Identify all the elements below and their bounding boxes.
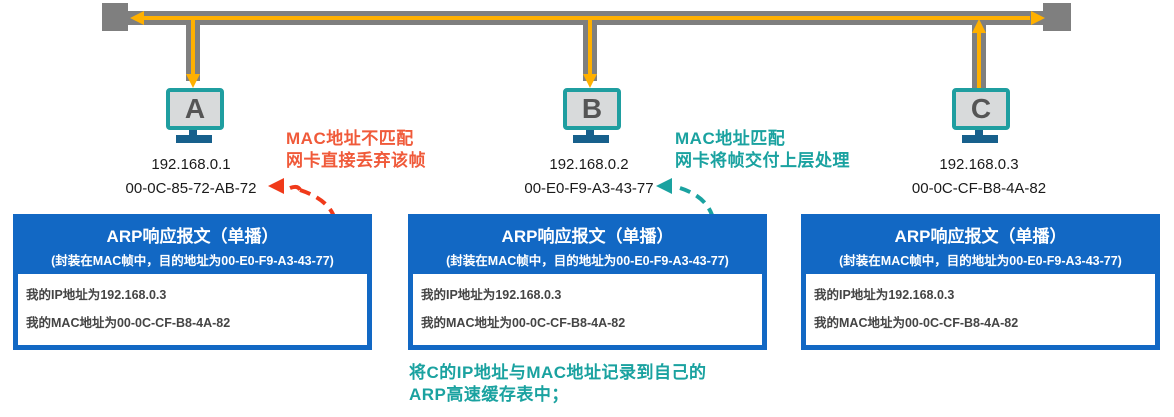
cache-note: 将C的IP地址与MAC地址记录到自己的 ARP高速缓存表中； — [409, 362, 707, 406]
host-c-mac: 00-0C-CF-B8-4A-82 — [911, 180, 1047, 197]
arrow-up-icon — [972, 19, 986, 33]
host-letter: C — [970, 93, 992, 124]
packet-mac-line: 我的MAC地址为00-0C-CF-B8-4A-82 — [421, 316, 626, 330]
monitor-base — [573, 135, 609, 143]
packet-title: ARP响应报文（单播） — [106, 227, 279, 246]
host-a-ip: 192.168.0.1 — [151, 156, 231, 173]
packet-ip-line: 我的IP地址为192.168.0.3 — [421, 288, 562, 302]
mismatch-note: MAC地址不匹配 网卡直接丢弃该帧 — [286, 128, 426, 172]
packet-body: 我的IP地址为192.168.0.3 我的MAC地址为00-0C-CF-B8-4… — [18, 274, 367, 345]
monitor-icon: B — [563, 88, 621, 130]
host-c: C — [950, 88, 1010, 150]
monitor-icon: A — [166, 88, 224, 130]
note-line: ARP高速缓存表中； — [409, 385, 569, 404]
arp-reply-packet-c: ARP响应报文（单播） (封装在MAC帧中，目的地址为00-E0-F9-A3-4… — [801, 214, 1160, 350]
monitor-neck — [586, 130, 594, 136]
arrow-left-icon — [130, 11, 144, 25]
note-line: 网卡将帧交付上层处理 — [675, 151, 850, 170]
note-line: MAC地址不匹配 — [286, 129, 414, 148]
host-a-mac: 00-0C-85-72-AB-72 — [125, 180, 257, 197]
note-line: MAC地址匹配 — [675, 129, 786, 148]
monitor-base — [176, 135, 212, 143]
packet-ip-line: 我的IP地址为192.168.0.3 — [814, 288, 955, 302]
packet-mac-line: 我的MAC地址为00-0C-CF-B8-4A-82 — [26, 316, 231, 330]
monitor-neck — [975, 130, 983, 136]
arrow-right-icon — [1031, 11, 1045, 25]
packet-subtitle: (封装在MAC帧中，目的地址为00-E0-F9-A3-43-77) — [839, 254, 1122, 268]
match-note: MAC地址匹配 网卡将帧交付上层处理 — [675, 128, 850, 172]
packet-title: ARP响应报文（单播） — [501, 227, 674, 246]
host-letter: B — [581, 93, 603, 124]
packet-mac-line: 我的MAC地址为00-0C-CF-B8-4A-82 — [814, 316, 1019, 330]
packet-body: 我的IP地址为192.168.0.3 我的MAC地址为00-0C-CF-B8-4… — [806, 274, 1155, 345]
bus-terminator-right — [1043, 3, 1071, 31]
host-a: A — [164, 88, 224, 150]
bus-terminator-left — [102, 3, 128, 31]
host-c-ip: 192.168.0.3 — [939, 156, 1019, 173]
arp-reply-packet-b: ARP响应报文（单播） (封装在MAC帧中，目的地址为00-E0-F9-A3-4… — [408, 214, 767, 350]
packet-body: 我的IP地址为192.168.0.3 我的MAC地址为00-0C-CF-B8-4… — [413, 274, 762, 345]
packet-subtitle: (封装在MAC帧中，目的地址为00-E0-F9-A3-43-77) — [51, 254, 334, 268]
arrow-head-icon — [656, 178, 672, 194]
arrow-down-icon — [186, 74, 200, 88]
packet-subtitle: (封装在MAC帧中，目的地址为00-E0-F9-A3-43-77) — [446, 254, 729, 268]
monitor-icon: C — [952, 88, 1010, 130]
host-letter: A — [184, 93, 206, 124]
host-b-ip: 192.168.0.2 — [549, 156, 629, 173]
arrow-head-icon — [268, 178, 284, 194]
arp-reply-packet-a: ARP响应报文（单播） (封装在MAC帧中，目的地址为00-E0-F9-A3-4… — [13, 214, 372, 350]
packet-title: ARP响应报文（单播） — [894, 227, 1067, 246]
note-line: 将C的IP地址与MAC地址记录到自己的 — [409, 363, 707, 382]
host-b: B — [561, 88, 621, 150]
monitor-neck — [189, 130, 197, 136]
monitor-base — [962, 135, 998, 143]
arrow-down-icon — [583, 74, 597, 88]
note-line: 网卡直接丢弃该帧 — [286, 151, 426, 170]
packet-ip-line: 我的IP地址为192.168.0.3 — [26, 288, 167, 302]
host-b-mac: 00-E0-F9-A3-43-77 — [524, 180, 654, 197]
